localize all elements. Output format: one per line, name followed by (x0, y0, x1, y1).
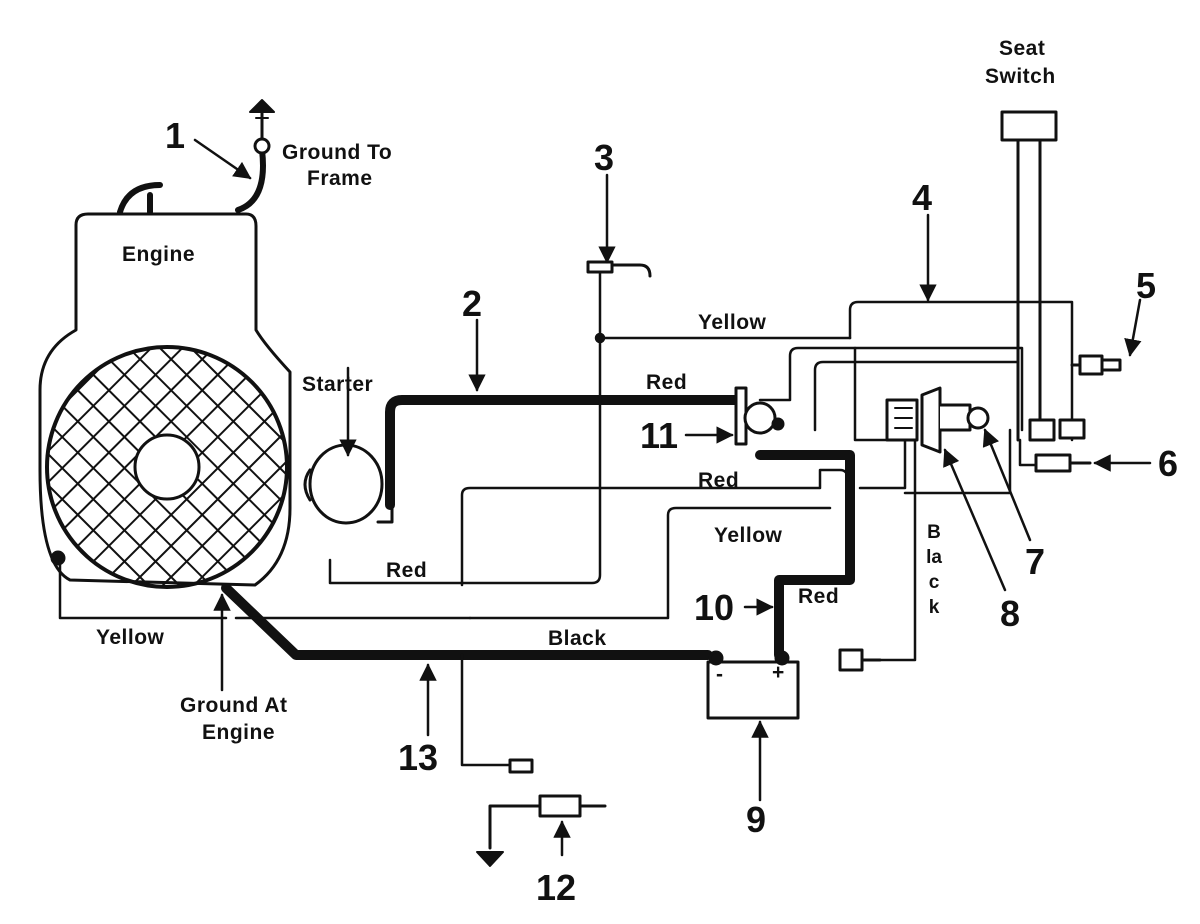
callout-13: 13 (398, 737, 439, 778)
battery-plus-label: + (772, 661, 785, 684)
ground-at-engine-label-2: Engine (202, 721, 276, 744)
wire-label-red-battery: Red (798, 585, 840, 608)
ground-bolt (838, 648, 882, 672)
callout-10: 10 (694, 587, 735, 628)
engine-label: Engine (122, 243, 196, 266)
wire-label-red-left: Red (386, 559, 428, 582)
ground-symbol-bottom (476, 851, 504, 867)
seat-switch-label-1: Seat (999, 37, 1046, 60)
wire-red-battery (755, 450, 855, 660)
callout-8: 8 (1000, 593, 1021, 634)
callout-2: 2 (462, 283, 483, 324)
ground-to-frame-label-1: Ground To (282, 141, 393, 164)
engine (38, 182, 292, 589)
connector-5 (1070, 354, 1122, 376)
ground-to-frame-wire (235, 106, 271, 213)
callout-3: 3 (594, 137, 615, 178)
callout-9: 9 (746, 799, 767, 840)
callout-1: 1 (165, 115, 186, 156)
solenoid-11 (734, 386, 785, 446)
starter-label: Starter (302, 373, 374, 396)
wire-label-yellow-mid: Yellow (714, 524, 783, 547)
ground-at-engine-label-1: Ground At (180, 694, 288, 717)
seat-switch (1000, 110, 1086, 442)
ground-symbol-top (249, 99, 275, 119)
wire-black-thick (221, 583, 713, 660)
wire-label-red-mid: Red (698, 469, 740, 492)
callout-12: 12 (536, 867, 577, 908)
wire-red-thick (385, 395, 745, 510)
wire-label-black-main: Black (548, 627, 607, 650)
callout-7: 7 (1025, 541, 1046, 582)
wire-label-yellow-left: Yellow (96, 626, 165, 649)
seat-switch-label-2: Switch (985, 65, 1056, 88)
battery (706, 650, 800, 720)
callout-11: 11 (640, 415, 679, 456)
callout-4: 4 (912, 177, 933, 218)
connector-12 (488, 758, 607, 850)
connector-3 (586, 260, 652, 278)
ground-to-frame-label-2: Frame (307, 167, 373, 190)
starter (303, 443, 394, 525)
wire-label-yellow-top: Yellow (698, 311, 767, 334)
battery-minus-label: - (716, 663, 724, 686)
ignition-switch (885, 386, 990, 454)
connector-6 (1034, 453, 1092, 473)
wire-label-black-vertical: Black (926, 522, 942, 618)
wire-label-red-top: Red (646, 371, 688, 394)
callout-arrows (193, 138, 1152, 857)
callout-6: 6 (1158, 443, 1179, 484)
callout-5: 5 (1136, 265, 1157, 306)
